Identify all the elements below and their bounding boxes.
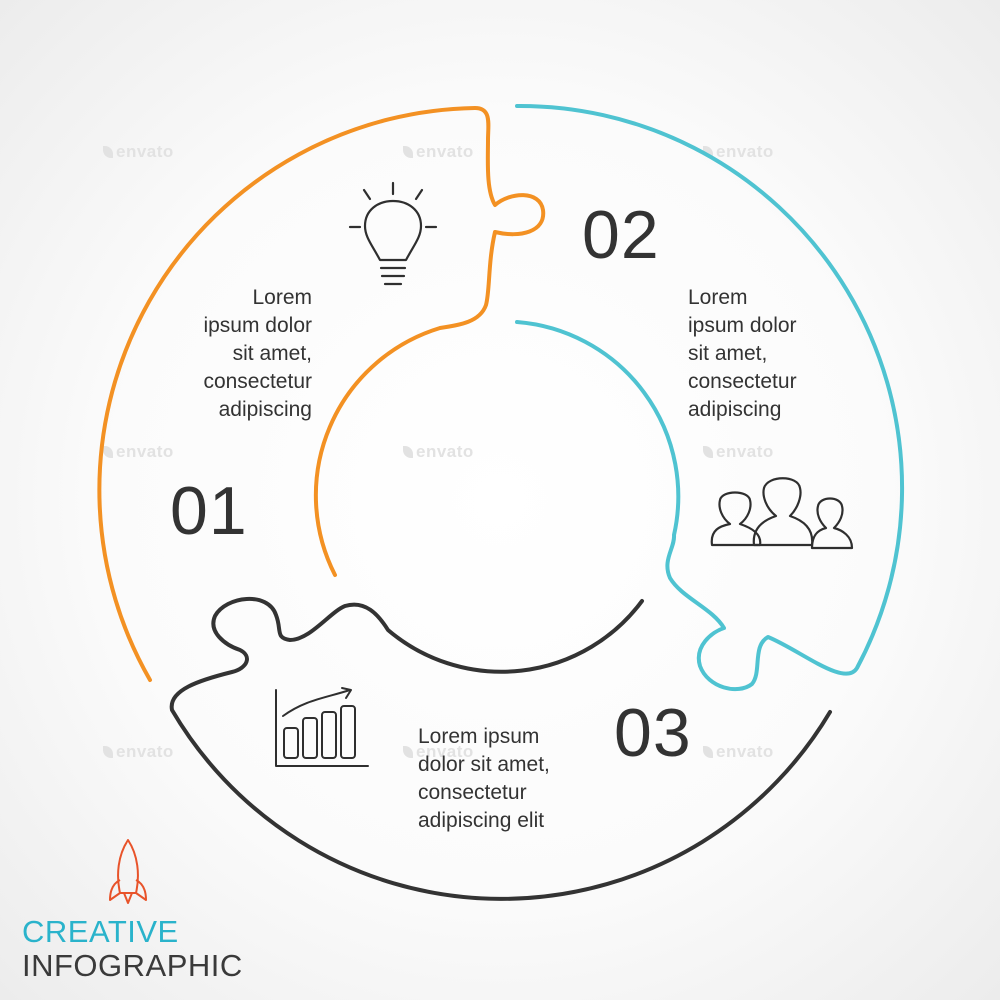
description-line: consectetur bbox=[418, 781, 527, 804]
envato-leaf-icon bbox=[703, 746, 713, 758]
segment-1-description: Lorem ipsum dolor sit amet, consectetur … bbox=[150, 284, 312, 424]
watermark-text: envato bbox=[716, 442, 774, 461]
description-line: sit amet, bbox=[232, 342, 312, 365]
watermark-text: envato bbox=[116, 442, 174, 461]
watermark-text: envato bbox=[116, 742, 174, 761]
description-line: consectetur bbox=[203, 370, 312, 393]
watermark-text: envato bbox=[416, 742, 474, 761]
description-line: adipiscing bbox=[688, 398, 782, 421]
description-line: consectetur bbox=[688, 370, 797, 393]
watermark: envato bbox=[403, 742, 474, 762]
bar-chart-icon bbox=[275, 687, 369, 767]
lightbulb-icon bbox=[348, 181, 438, 286]
envato-leaf-icon bbox=[403, 146, 413, 158]
people-icon bbox=[710, 477, 854, 550]
segment-2-description: Lorem ipsum dolor sit amet, consectetur … bbox=[688, 284, 858, 424]
description-line: adipiscing elit bbox=[418, 809, 545, 832]
watermark: envato bbox=[703, 142, 774, 162]
envato-leaf-icon bbox=[103, 446, 113, 458]
description-line: Lorem ipsum bbox=[418, 725, 540, 748]
brand-title: CREATIVE bbox=[22, 914, 179, 949]
watermark: envato bbox=[703, 742, 774, 762]
segment-3-number: 03 bbox=[614, 695, 692, 771]
envato-leaf-icon bbox=[403, 746, 413, 758]
watermark: envato bbox=[403, 142, 474, 162]
description-line: dolor sit amet, bbox=[418, 753, 550, 776]
watermark-text: envato bbox=[716, 142, 774, 161]
segment-1-outline bbox=[97, 106, 546, 682]
rocket-icon bbox=[109, 839, 147, 904]
envato-leaf-icon bbox=[403, 446, 413, 458]
watermark: envato bbox=[103, 442, 174, 462]
description-line: sit amet, bbox=[688, 342, 768, 365]
envato-leaf-icon bbox=[103, 746, 113, 758]
envato-leaf-icon bbox=[703, 446, 713, 458]
envato-leaf-icon bbox=[703, 146, 713, 158]
watermark: envato bbox=[103, 142, 174, 162]
description-line: ipsum dolor bbox=[688, 314, 797, 337]
watermark-text: envato bbox=[416, 442, 474, 461]
envato-leaf-icon bbox=[103, 146, 113, 158]
description-line: Lorem bbox=[688, 286, 748, 309]
segment-1-number: 01 bbox=[170, 473, 248, 549]
watermark-text: envato bbox=[716, 742, 774, 761]
watermark: envato bbox=[103, 742, 174, 762]
watermark: envato bbox=[703, 442, 774, 462]
segment-3-outline bbox=[169, 597, 832, 901]
watermark-text: envato bbox=[416, 142, 474, 161]
brand-subtitle: INFOGRAPHIC bbox=[22, 948, 243, 983]
description-line: ipsum dolor bbox=[203, 314, 312, 337]
segment-3-description: Lorem ipsum dolor sit amet, consectetur … bbox=[418, 723, 608, 835]
segment-2-number: 02 bbox=[582, 197, 660, 273]
watermark-text: envato bbox=[116, 142, 174, 161]
segment-2-outline bbox=[515, 103, 905, 692]
description-line: Lorem bbox=[252, 286, 312, 309]
description-line: adipiscing bbox=[218, 398, 312, 421]
watermark: envato bbox=[403, 442, 474, 462]
